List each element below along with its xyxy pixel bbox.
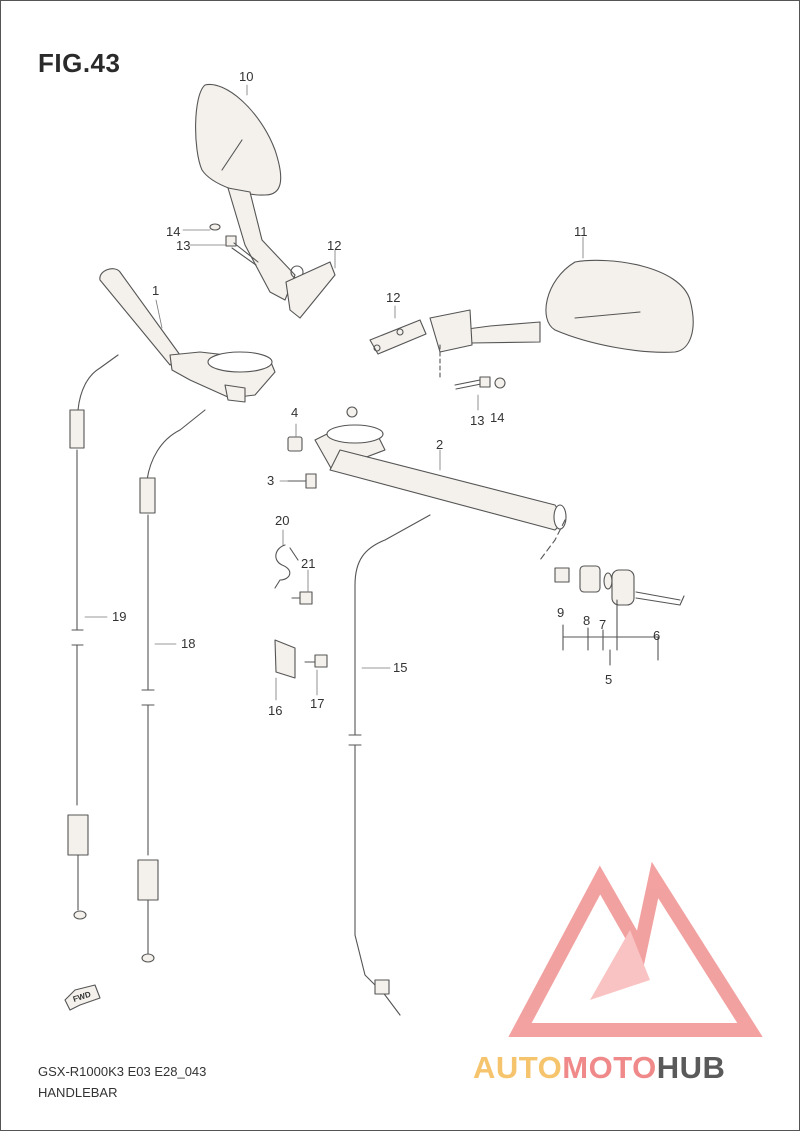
callout-14: 14	[166, 224, 181, 239]
callout-4: 4	[291, 405, 299, 420]
callout-8: 8	[583, 613, 591, 628]
callout-2: 2	[436, 437, 444, 452]
section-name: HANDLEBAR	[38, 1085, 118, 1100]
clamp-bolt-and-collar	[287, 436, 317, 489]
brand-part-moto: MOTO	[562, 1050, 657, 1085]
cable-clip-and-screw	[274, 544, 313, 605]
automotohub-logo-icon	[508, 861, 763, 1037]
callout-17: 17	[310, 696, 325, 711]
callout-11: 11	[574, 224, 588, 239]
callout-6: 6	[653, 628, 661, 643]
callout-12: 12	[327, 238, 342, 253]
callout-5: 5	[605, 672, 613, 687]
callout-15: 15	[393, 660, 408, 675]
cable-bracket-and-bolt	[274, 639, 328, 679]
callout-1: 1	[152, 283, 160, 298]
clutch-cable-15	[348, 514, 431, 1016]
callout-13: 13	[470, 413, 485, 428]
callout-18: 18	[181, 636, 196, 651]
right-mirror-bolt	[439, 344, 506, 390]
left-mirror	[195, 83, 336, 319]
callout-14: 14	[490, 410, 505, 425]
callout-12: 12	[386, 290, 401, 305]
left-mirror-bolt	[209, 223, 259, 266]
figure-title: FIG.43	[38, 48, 121, 78]
callout-16: 16	[268, 703, 283, 718]
forward-arrow-icon	[64, 984, 101, 1011]
brand-part-hub: HUB	[656, 1050, 726, 1085]
callout-10: 10	[239, 69, 254, 84]
callout-3: 3	[267, 473, 275, 488]
callout-7: 7	[599, 617, 607, 632]
callout-19: 19	[112, 609, 127, 624]
bar-end-weight-assembly	[554, 565, 685, 666]
throttle-cable-18	[137, 409, 206, 963]
watermark-brand: AUTOMOTOHUB	[473, 1050, 725, 1086]
right-mirror	[369, 259, 694, 355]
brand-part-auto: AUTO	[473, 1050, 563, 1085]
right-handlebar	[314, 406, 567, 561]
callout-21: 21	[301, 556, 316, 571]
throttle-cable-19	[67, 354, 119, 920]
model-code: GSX-R1000K3 E03 E28_043	[38, 1064, 207, 1079]
callout-9: 9	[557, 605, 565, 620]
callout-20: 20	[275, 513, 290, 528]
callout-13: 13	[176, 238, 191, 253]
left-handlebar	[99, 268, 276, 403]
